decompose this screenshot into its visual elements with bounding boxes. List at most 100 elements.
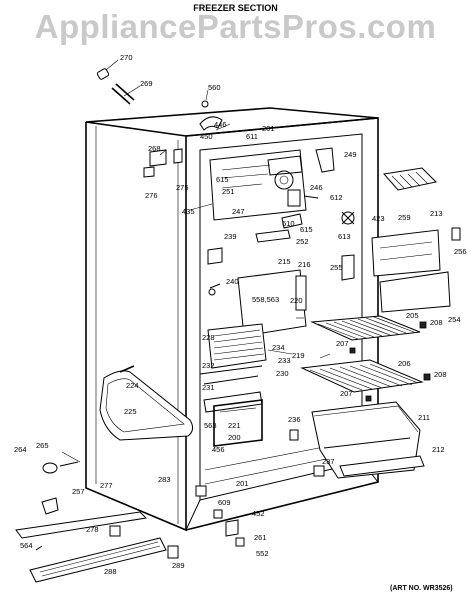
- callout-label: 259: [398, 213, 411, 222]
- callout-label: 252: [296, 237, 309, 246]
- callout-label: 283: [158, 475, 171, 484]
- callout-label: 200: [228, 433, 241, 442]
- hinge-parts: [195, 485, 245, 547]
- callout-label: 270: [120, 53, 133, 62]
- callout-label: 452: [252, 509, 265, 518]
- evaporator-cover: [208, 269, 307, 337]
- callout-label: 564: [20, 541, 33, 550]
- callout-label: 249: [344, 150, 357, 159]
- vent-parts: [207, 229, 291, 265]
- left-bracket-parts: [143, 148, 183, 178]
- door-shelf-bin: [341, 227, 461, 313]
- callout-label: 450: [200, 132, 213, 141]
- callout-label: 261: [254, 533, 267, 542]
- callout-label: 269: [140, 79, 153, 88]
- callout-label: 609: [218, 498, 231, 507]
- callout-label: 264: [14, 445, 27, 454]
- callout-label: 275: [176, 183, 189, 192]
- callout-label: 257: [72, 487, 85, 496]
- callout-label: 277: [100, 481, 113, 490]
- control-housing: [209, 149, 307, 221]
- callout-label: 239: [224, 232, 237, 241]
- callout-label: 615: [216, 175, 229, 184]
- callout-label: 456: [212, 445, 225, 454]
- freezer-cabinet-drawing: [85, 107, 379, 532]
- small-parts-right: [289, 429, 325, 477]
- callout-label: 246: [310, 183, 323, 192]
- callout-label: 233: [278, 356, 291, 365]
- ice-tray-drawing: [383, 167, 438, 191]
- callout-label: 215: [278, 257, 291, 266]
- ice-bucket-drawing: [311, 401, 425, 479]
- callout-label: 236: [288, 415, 301, 424]
- toe-grille: [29, 537, 179, 583]
- callout-label: 231: [202, 383, 215, 392]
- callout-label: 289: [172, 561, 185, 570]
- callout-label: 446: [214, 120, 227, 129]
- callout-label: 224: [126, 381, 139, 390]
- callout-label: 212: [432, 445, 445, 454]
- callout-label: 230: [276, 369, 289, 378]
- callout-label: 552: [256, 549, 269, 558]
- callout-label: 288: [104, 567, 117, 576]
- fan-motor-parts: [281, 189, 355, 229]
- slide-cover-part: [99, 365, 194, 441]
- callout-label: 611: [246, 132, 258, 141]
- callout-label: 256: [454, 247, 467, 256]
- callout-label: 219: [292, 351, 305, 360]
- callout-label: 276: [145, 191, 158, 200]
- callout-label: 234: [272, 343, 285, 352]
- callout-label: 278: [86, 525, 99, 534]
- callout-label: 435: [182, 207, 195, 216]
- bottom-rail: [15, 511, 148, 539]
- wire-shelf-drawing: [310, 315, 421, 341]
- leveling-leg: [41, 497, 59, 515]
- callout-label: 610: [282, 219, 295, 228]
- bracket-249: [315, 147, 335, 173]
- callout-label: 423: [372, 214, 385, 223]
- callout-label: 255: [330, 263, 343, 272]
- callout-label: 211: [418, 413, 430, 422]
- callout-label: 268: [148, 144, 161, 153]
- callout-label: 254: [448, 315, 461, 324]
- callout-label: 237: [322, 457, 335, 466]
- thermostat-assembly: [199, 100, 223, 131]
- callout-label: 208: [434, 370, 447, 379]
- callout-label: 232: [202, 361, 215, 370]
- callout-label: 560: [208, 83, 221, 92]
- duct-216: [295, 275, 307, 311]
- callout-label: 563: [204, 421, 217, 430]
- callout-label: 213: [430, 209, 443, 218]
- callout-label: 206: [398, 359, 411, 368]
- callout-label: 208: [430, 318, 443, 327]
- diagram-title: FREEZER SECTION: [193, 3, 278, 13]
- evaporator-coil: [207, 323, 267, 369]
- roller-part: [42, 461, 79, 474]
- callout-label: 615: [300, 225, 313, 234]
- art-number: (ART NO. WR3526): [390, 585, 453, 592]
- shelf-clips: [349, 321, 431, 402]
- callout-label: 612: [330, 193, 343, 202]
- drain-trough: [213, 399, 263, 447]
- callout-label: 247: [232, 207, 245, 216]
- callout-label: 240: [226, 277, 239, 286]
- drain-tube-part: [96, 68, 135, 105]
- callout-label: 558,563: [252, 295, 279, 304]
- callout-label: 201: [262, 124, 275, 133]
- callout-label: 265: [36, 441, 49, 450]
- callout-label: 216: [298, 260, 311, 269]
- leader-lines: [61, 59, 331, 463]
- callout-label: 225: [124, 407, 137, 416]
- wire-shelf-lower: [300, 359, 424, 393]
- callout-label: 207: [336, 339, 349, 348]
- callout-label: 251: [222, 187, 235, 196]
- callout-label: 201: [236, 479, 249, 488]
- watermark-text: AppliancePartsPros.com: [34, 8, 437, 45]
- callout-label: 221: [228, 421, 241, 430]
- callout-label: 613: [338, 232, 351, 241]
- callout-label: 207: [340, 389, 353, 398]
- callout-label: 220: [290, 296, 303, 305]
- callout-label: 228: [202, 333, 215, 342]
